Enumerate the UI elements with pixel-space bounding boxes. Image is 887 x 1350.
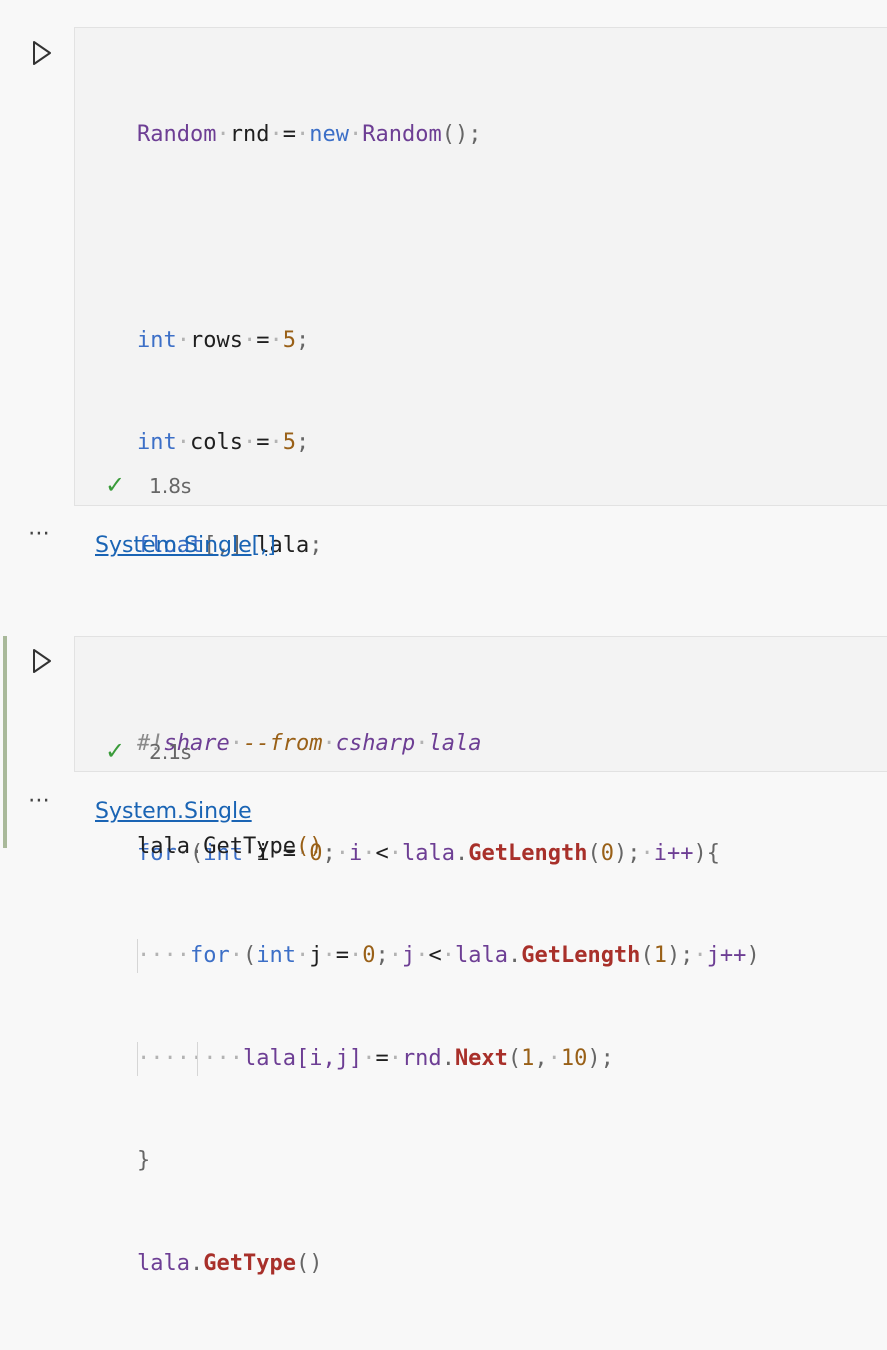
more-actions-icon[interactable]: ⋯ — [28, 521, 51, 546]
execution-status: ✓ 2.1s — [105, 738, 192, 765]
more-actions-icon[interactable]: ⋯ — [28, 788, 51, 813]
run-cell-button[interactable] — [28, 648, 54, 674]
code-line: float[,]·lala; — [137, 532, 323, 558]
code-line: lala.GetType() — [137, 834, 323, 859]
code-cell-editor[interactable]: Random·rnd·=·new·Random(); int·rows·=·5;… — [74, 27, 887, 1276]
code-line: ········lala[i,j]·=·rnd.Next(1,·10); — [137, 1041, 760, 1076]
execution-time: 2.1s — [149, 740, 192, 764]
output-type-link[interactable]: System.Single[,] — [95, 533, 276, 558]
code-line-empty — [137, 221, 760, 255]
run-cell-button[interactable] — [28, 40, 54, 66]
code-line: int·cols·=·5; — [137, 430, 310, 456]
code-cell-editor[interactable]: #!share·--from·csharp·lala lala.GetType(… — [74, 636, 887, 859]
output-type-link[interactable]: System.Single — [95, 799, 252, 824]
execution-time: 1.8s — [149, 474, 192, 498]
code-line: ····for·(int·j·=·0;·j·<·lala.GetLength(1… — [137, 939, 760, 974]
code-block: #!share·--from·csharp·lala lala.GetType(… — [137, 659, 481, 933]
code-line: for·(int·i·=·0;·i·<·lala.GetLength(0);·i… — [137, 840, 720, 866]
code-line: int·rows·=·5; — [137, 327, 310, 353]
play-icon — [33, 41, 51, 65]
play-icon — [33, 649, 51, 673]
cell-focus-indicator — [3, 636, 7, 848]
code-line: lala.GetType() — [137, 1250, 323, 1276]
check-icon: ✓ — [105, 472, 126, 499]
execution-status: ✓ 1.8s — [105, 472, 192, 499]
code-line: } — [137, 1148, 151, 1174]
code-line: Random·rnd·=·new·Random(); — [137, 122, 482, 148]
code-line: #!share·--from·csharp·lala — [137, 731, 482, 757]
check-icon: ✓ — [105, 738, 126, 765]
